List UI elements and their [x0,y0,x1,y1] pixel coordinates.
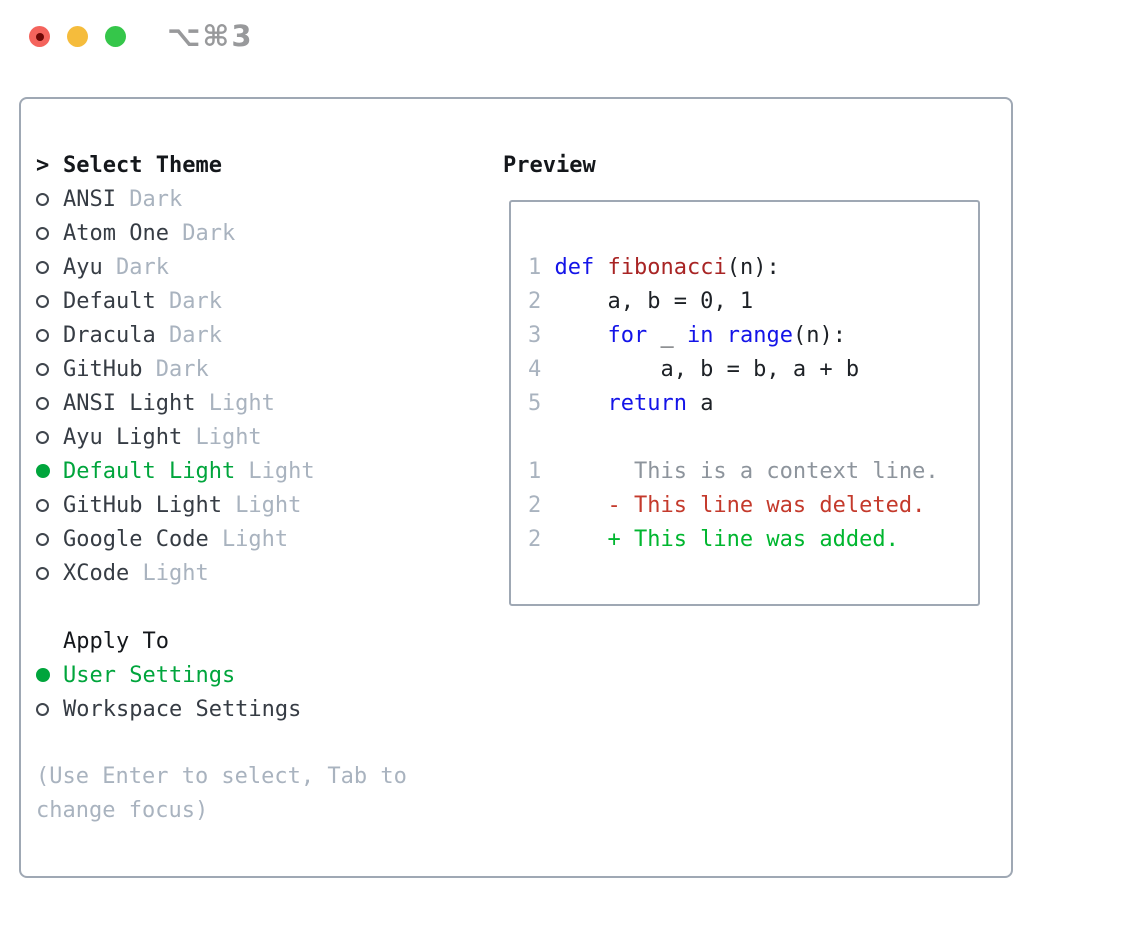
item-label: Apply To [63,628,169,654]
radio-unselected-icon [36,294,63,308]
code-line: 1 def fibonacci(n): [528,251,978,285]
item-label: ANSI [63,186,116,212]
code-line: 2 - This line was deleted. [528,489,978,523]
line-number: 1 [528,459,542,484]
item-label: Atom One [63,220,169,246]
radio-unselected-icon [36,702,63,716]
zoom-button[interactable] [105,26,126,47]
apply-option-workspace-settings[interactable]: Workspace Settings [36,692,476,726]
item-label: Default [63,288,156,314]
item-label: Workspace Settings [63,696,302,722]
radio-unselected-icon [36,192,63,206]
line-number: 2 [528,493,542,518]
code-text: + This line was added. [607,527,899,552]
item-label: GitHub [63,356,143,382]
item-label: Ayu [63,254,103,280]
apply-to-header: Apply To [36,624,476,658]
theme-item-atom-one[interactable]: Atom One Dark [36,216,476,250]
radio-unselected-icon [36,328,63,342]
code-line [528,421,978,455]
theme-item-google-code[interactable]: Google Code Light [36,522,476,556]
radio-unselected-icon [36,566,63,580]
line-number: 4 [528,357,542,382]
line-number: 2 [528,289,542,314]
radio-selected-icon [36,464,63,478]
item-label: Google Code [63,526,209,552]
theme-item-default-light[interactable]: Default Light Light [36,454,476,488]
theme-item-ayu[interactable]: Ayu Dark [36,250,476,284]
line-number: 3 [528,323,542,348]
theme-item-xcode[interactable]: XCode Light [36,556,476,590]
code-text: def fibonacci(n): [554,255,780,280]
minimize-button[interactable] [67,26,88,47]
item-tag: Dark [129,186,183,212]
code-line: 2 + This line was added. [528,523,978,557]
code-text: - This line was deleted. [607,493,926,518]
item-tag: Dark [155,356,209,382]
item-label: Dracula [63,322,156,348]
radio-selected-icon [36,668,63,682]
item-label: XCode [63,560,130,586]
code-text: for _ in range(n): [607,323,846,348]
theme-item-ansi-light[interactable]: ANSI Light Light [36,386,476,420]
radio-unselected-icon [36,498,63,512]
item-tag: Light [235,492,302,518]
item-tag: Dark [182,220,236,246]
code-text: This is a context line. [554,459,939,484]
code-line: 3 for _ in range(n): [528,319,978,353]
hint-text: (Use Enter to select, Tab to change focu… [36,764,407,823]
item-tag: Light [208,390,275,416]
theme-item-ansi[interactable]: ANSI Dark [36,182,476,216]
item-label: ANSI Light [63,390,196,416]
item-tag: Light [248,458,315,484]
item-tag: Light [221,526,289,552]
radio-unselected-icon [36,430,63,444]
radio-unselected-icon [36,226,63,240]
item-tag: Light [195,424,262,450]
close-button[interactable] [29,26,50,47]
item-tag: Light [142,560,209,586]
titlebar: ⌥⌘3 [29,19,254,53]
theme-list-header: > Select Theme [36,148,476,182]
code-text: a, b = b, a + b [554,357,860,382]
line-number: 5 [528,391,542,416]
preview-title: Preview [503,153,596,178]
apply-option-user-settings[interactable]: User Settings [36,658,476,692]
close-dot-icon [35,32,44,41]
theme-item-github[interactable]: GitHub Dark [36,352,476,386]
radio-unselected-icon [36,260,63,274]
code-line: 4 a, b = b, a + b [528,353,978,387]
radio-unselected-icon [36,396,63,410]
theme-item-github-light[interactable]: GitHub Light Light [36,488,476,522]
code-text: return a [607,391,714,416]
item-tag: Dark [168,288,222,314]
line-number: 2 [528,527,542,552]
item-label: User Settings [63,662,236,688]
theme-item-ayu-light[interactable]: Ayu Light Light [36,420,476,454]
theme-item-dracula[interactable]: Dracula Dark [36,318,476,352]
item-label: Ayu Light [63,424,183,450]
window-shortcut: ⌥⌘3 [167,19,254,53]
code-text: a, b = 0, 1 [554,289,754,314]
cursor-icon: > [36,152,50,178]
code-line: 2 a, b = 0, 1 [528,285,978,319]
item-label: GitHub Light [63,492,222,518]
code-line: 5 return a [528,387,978,421]
radio-unselected-icon [36,532,63,546]
item-tag: Dark [115,254,169,280]
code-line: 1 This is a context line. [528,455,978,489]
item-label: Select Theme [63,152,222,178]
line-number: 1 [528,255,542,280]
item-tag: Dark [168,322,222,348]
theme-item-default[interactable]: Default Dark [36,284,476,318]
item-label: Default Light [63,458,236,484]
radio-unselected-icon [36,362,63,376]
